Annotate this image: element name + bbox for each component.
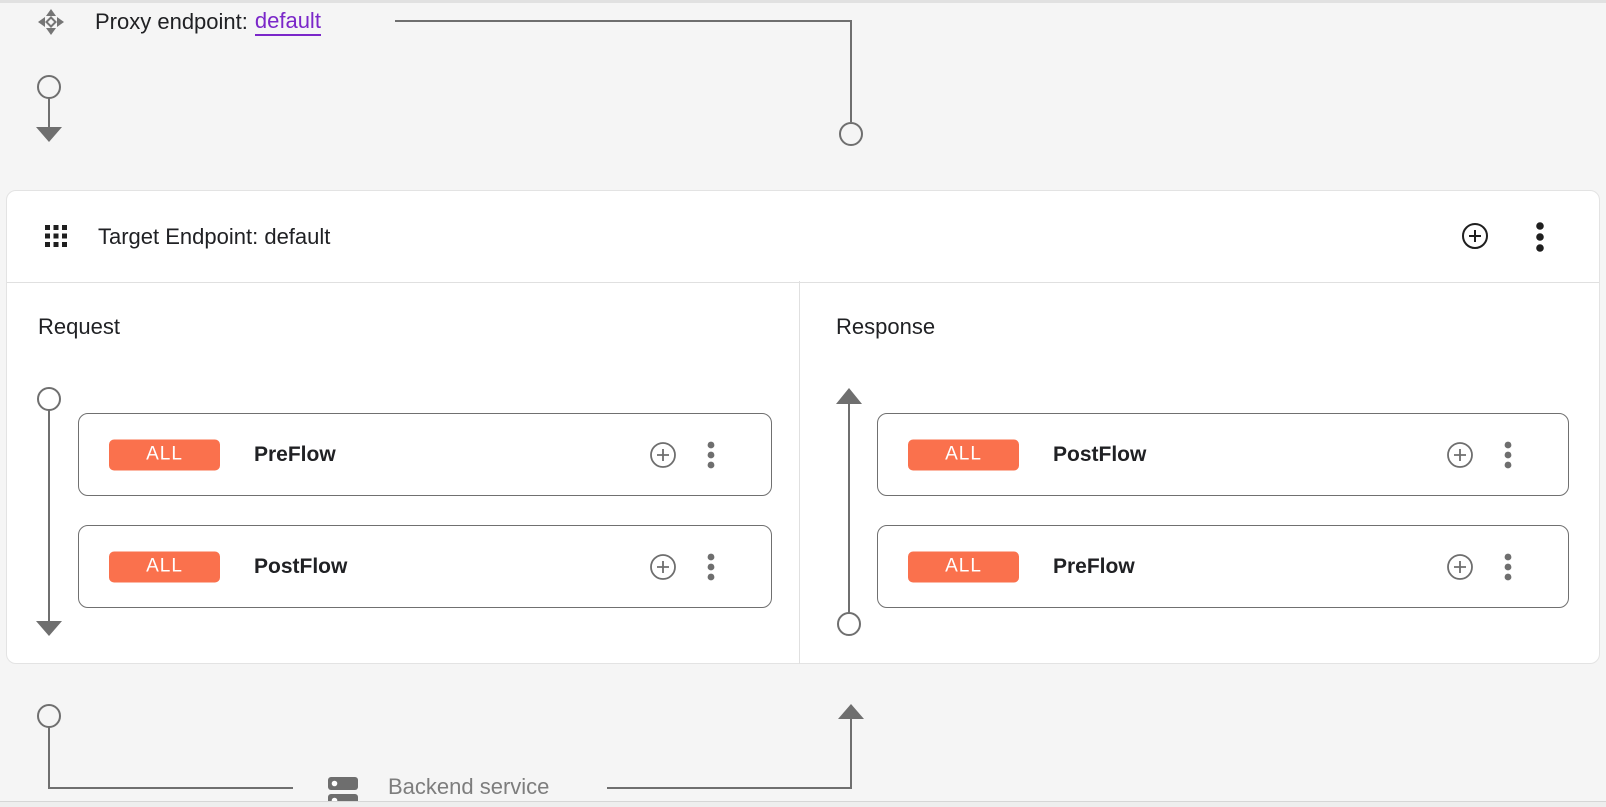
request-postflow-card[interactable]: ALL PostFlow	[78, 525, 772, 608]
proxy-endpoint-link[interactable]: default	[254, 8, 321, 36]
condition-badge: ALL	[109, 439, 220, 470]
proxy-endpoint-icon	[38, 9, 64, 35]
bottom-edge-band	[0, 801, 1606, 807]
kebab-menu-icon[interactable]	[1502, 552, 1514, 582]
flow-name: PreFlow	[1053, 554, 1135, 578]
flow-name: PostFlow	[254, 554, 348, 578]
add-policy-icon[interactable]	[649, 553, 677, 581]
add-policy-icon[interactable]	[649, 441, 677, 469]
proxy-endpoint-label: Proxy endpoint:	[95, 9, 248, 34]
request-preflow-card[interactable]: ALL PreFlow	[78, 413, 772, 496]
top-edge-band	[0, 0, 1606, 3]
grid-icon	[45, 225, 67, 247]
condition-badge: ALL	[908, 551, 1019, 582]
kebab-menu-icon[interactable]	[705, 440, 717, 470]
target-to-backend-connector	[37, 704, 293, 789]
proxy-endpoint-row: Proxy endpoint: default	[37, 8, 321, 36]
response-preflow-card[interactable]: ALL PreFlow	[877, 525, 1569, 608]
target-endpoint-header: Target Endpoint: default	[7, 191, 1599, 283]
request-column-label: Request	[38, 314, 120, 339]
response-column-label: Response	[836, 314, 936, 339]
backend-service-label: Backend service	[388, 774, 550, 799]
add-policy-icon[interactable]	[1446, 553, 1474, 581]
kebab-menu-icon[interactable]	[1534, 221, 1546, 253]
flow-name: PostFlow	[1053, 442, 1147, 466]
request-response-divider	[799, 281, 800, 664]
kebab-menu-icon[interactable]	[705, 552, 717, 582]
target-endpoint-title: Target Endpoint: default	[98, 224, 331, 249]
add-policy-icon[interactable]	[1446, 441, 1474, 469]
backend-to-response-connector	[607, 704, 864, 789]
response-postflow-card[interactable]: ALL PostFlow	[877, 413, 1569, 496]
condition-badge: ALL	[109, 551, 220, 582]
proxy-to-response-connector	[395, 20, 863, 146]
proxy-outgoing-connector	[36, 75, 62, 142]
condition-badge: ALL	[908, 439, 1019, 470]
kebab-menu-icon[interactable]	[1502, 440, 1514, 470]
flow-name: PreFlow	[254, 442, 336, 466]
add-circle-icon[interactable]	[1461, 222, 1489, 250]
